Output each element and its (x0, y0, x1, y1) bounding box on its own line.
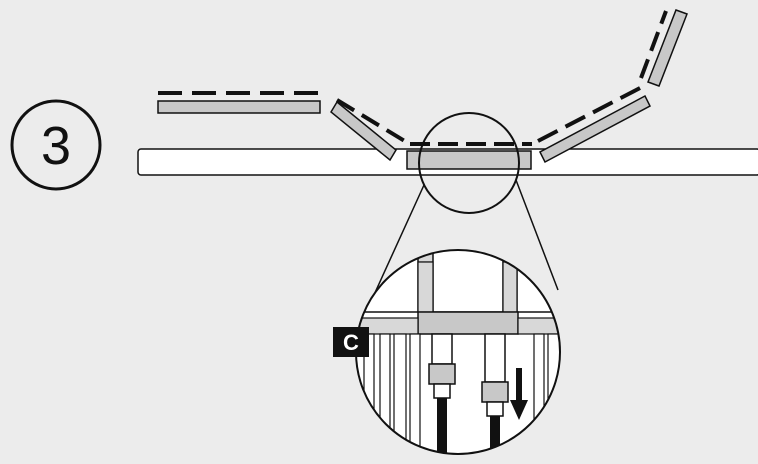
magnified-center-panel (417, 311, 519, 335)
magnifier-small-circle (418, 112, 520, 214)
callout-label: C (333, 327, 369, 357)
left-plug-body (431, 333, 453, 365)
arrow-shaft (516, 368, 522, 402)
step-badge-circle (10, 99, 102, 191)
right-vertical-dashed-guide (639, 10, 668, 79)
step-badge: 3 (10, 99, 102, 191)
step-number: 3 (41, 116, 71, 176)
right-plug-connector (481, 381, 509, 403)
right-vertical-panel (647, 9, 688, 87)
frame-bar (564, 334, 574, 464)
frame-bar (379, 333, 391, 454)
right-box (516, 250, 560, 313)
center-panel (406, 150, 532, 170)
arrow-down-icon (510, 368, 528, 420)
arrow-head (510, 400, 528, 420)
left-tilted-panel (330, 100, 397, 162)
callout-label-box (333, 327, 369, 357)
frame-bar (533, 333, 545, 454)
left-cable (437, 398, 447, 454)
left-plug-connector (428, 363, 456, 385)
right-tilted-panel-group (537, 86, 651, 164)
left-plug-tip (433, 383, 451, 399)
frame-bar (409, 333, 421, 454)
frame-bar (547, 333, 560, 454)
left-cable-plug (428, 333, 456, 454)
left-flat-panel (157, 100, 321, 114)
right-vertical-panel-group (639, 9, 688, 87)
callout-label-text: C (343, 330, 359, 355)
right-tilted-panel (539, 94, 651, 164)
left-flat-panel-group (157, 91, 321, 114)
right-connector-piece (502, 261, 518, 313)
right-tilted-dashed-guide (537, 86, 641, 143)
center-box (432, 250, 504, 313)
left-tilted-dashed-guide (335, 98, 410, 145)
center-panel-group (406, 142, 532, 170)
frame-bar (393, 333, 407, 454)
right-plug-tip (486, 401, 504, 417)
right-cable (490, 416, 500, 454)
left-connector-piece (417, 261, 434, 313)
magnified-lens (355, 249, 574, 464)
left-box (356, 250, 419, 313)
magnifier-connector-right (515, 179, 559, 291)
right-cable-plug (481, 333, 509, 454)
left-panel-strip (356, 317, 419, 335)
right-plug-body (484, 333, 506, 383)
left-tilted-panel-group (330, 98, 410, 162)
